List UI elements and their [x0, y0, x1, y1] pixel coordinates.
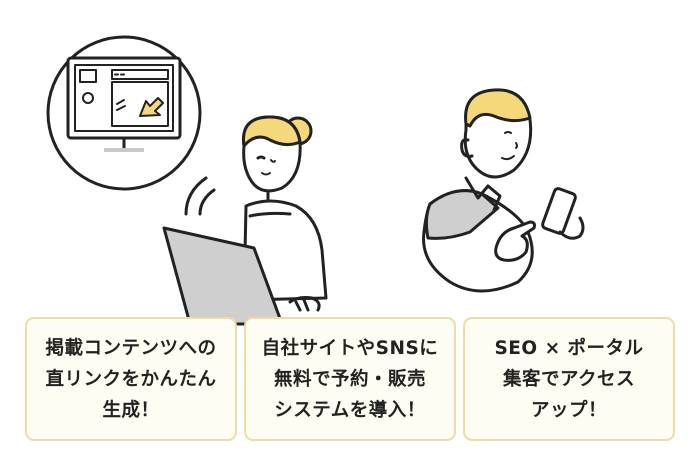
signal-waves-icon: [184, 176, 216, 216]
feature-card-line: 生成！: [102, 399, 160, 421]
feature-cards: 掲載コンテンツへの 直リンクをかんたん 生成！ 自社サイトやSNSに 無料で予約…: [25, 317, 675, 441]
feature-card-line: アップ！: [530, 399, 607, 421]
monitor-icon: [66, 56, 182, 152]
man-figure: [422, 88, 536, 293]
feature-card-booking-system: 自社サイトやSNSに 無料で予約・販売 システムを導入！: [244, 317, 456, 441]
feature-card-direct-link: 掲載コンテンツへの 直リンクをかんたん 生成！: [25, 317, 237, 441]
monitor-bubble: [46, 35, 202, 191]
feature-card-line: 掲載コンテンツへの: [45, 337, 217, 359]
feature-card-line: 無料で予約・販売: [273, 368, 426, 390]
woman-figure: [242, 115, 328, 312]
feature-card-line: システムを導入！: [274, 399, 426, 421]
feature-card-line: 直リンクをかんたん: [45, 368, 217, 390]
feature-card-line: 集客でアクセス: [502, 368, 636, 390]
feature-card-line: SEO × ポータル: [494, 337, 644, 359]
cursor-arrow-icon: [139, 97, 164, 117]
hero-illustration: [46, 35, 585, 326]
smartphone-icon: [541, 187, 585, 240]
feature-card-line: 自社サイトやSNSに: [261, 337, 439, 359]
feature-card-seo-portal: SEO × ポータル 集客でアクセス アップ！: [463, 317, 675, 441]
